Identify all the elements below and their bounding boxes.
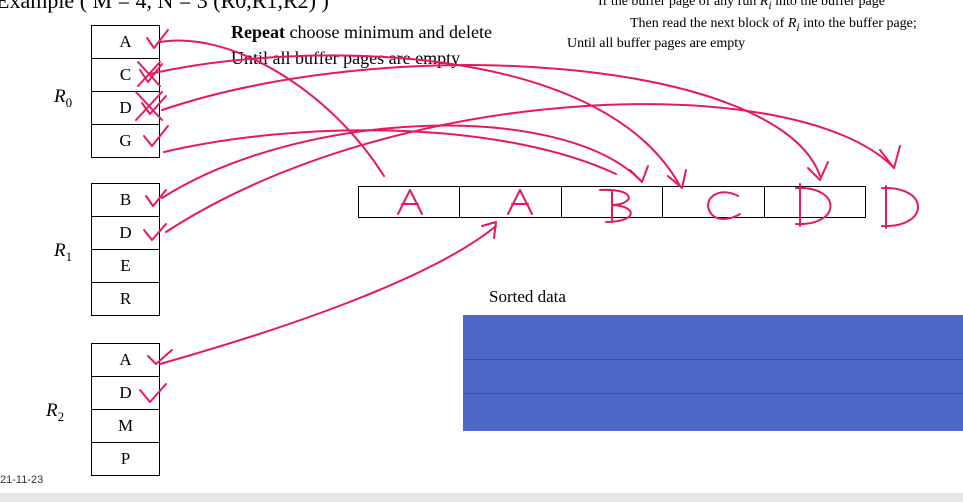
arrow-c-r0 <box>149 54 681 187</box>
bottom-bar <box>0 493 963 502</box>
arrow-b-r1-head <box>629 165 649 183</box>
run-label-r1-letter: R <box>54 240 66 261</box>
slide-date: 21-11-23 <box>0 474 44 486</box>
run-r0-page: D <box>92 92 159 125</box>
run-r2-pages: A D M P <box>91 343 160 476</box>
buffer-cell <box>460 187 562 217</box>
algorithm-line-1: If the buffer page of any run Ri into th… <box>598 0 885 12</box>
run-r0-page: A <box>92 26 159 59</box>
run-r0-page: G <box>92 125 159 158</box>
run-label-r0: R0 <box>54 86 72 111</box>
sorted-data-block <box>463 315 963 431</box>
arrow-d-r0 <box>161 64 821 177</box>
run-r2-page: A <box>92 344 159 377</box>
run-r1-page: B <box>92 184 159 217</box>
algorithm-line-2-tail: into the buffer page; <box>799 16 917 31</box>
run-r0-pages: A C D G <box>91 25 160 158</box>
algorithm-line-2-var: R <box>787 16 797 31</box>
run-r2-page: D <box>92 377 159 410</box>
repeat-instruction: Repeat choose minimum and delete <box>231 22 492 43</box>
algorithm-line-1-var: R <box>759 0 769 9</box>
algorithm-line-2: Then read the next block of Ri into the … <box>630 16 917 34</box>
run-r1-pages: B D E R <box>91 183 160 316</box>
algorithm-line-1-text: If the buffer page of any run <box>598 0 760 9</box>
repeat-text: choose minimum and delete <box>284 22 492 42</box>
buffer-cell <box>562 187 664 217</box>
algorithm-line-1-tail: into the buffer page <box>771 0 885 9</box>
sorted-data-divider <box>463 393 963 394</box>
arrow-a-r2-head <box>481 221 497 239</box>
algorithm-line-3: Until all buffer pages are empty <box>567 36 746 51</box>
buffer-cell <box>359 187 461 217</box>
run-r1-page: E <box>92 250 159 283</box>
run-r2-page: P <box>92 443 159 476</box>
buffer-cell <box>663 187 765 217</box>
run-r1-page: R <box>92 283 159 316</box>
run-label-r1-sub: 1 <box>65 248 73 264</box>
slide-title-fragment: Example ( M = 4, N = 3 (R0,R1,R2) ) <box>0 0 329 13</box>
algorithm-line-2-text: Then read the next block of <box>630 16 788 31</box>
run-label-r2-sub: 2 <box>57 408 65 424</box>
run-r2-page: M <box>92 410 159 443</box>
algorithm-line-2-sub: i <box>796 20 800 34</box>
arrow-g-r0 <box>163 129 617 175</box>
buffer-cell <box>765 187 865 217</box>
sorted-data-label: Sorted data <box>489 287 566 306</box>
arrow-a-r2 <box>159 225 497 365</box>
buffer-letter-d2 <box>881 185 919 229</box>
run-label-r2-letter: R <box>46 400 58 421</box>
run-label-r0-sub: 0 <box>65 94 73 110</box>
run-label-r1: R1 <box>54 240 72 265</box>
repeat-keyword: Repeat <box>231 22 285 42</box>
run-label-r2: R2 <box>46 400 64 425</box>
output-buffer <box>358 186 866 218</box>
arrow-d-r1-head <box>879 145 901 169</box>
algorithm-line-1-sub: i <box>768 0 772 12</box>
sorted-data-divider <box>463 359 963 360</box>
run-r1-page: D <box>92 217 159 250</box>
until-instruction: Until all buffer pages are empty <box>231 48 461 68</box>
arrow-d-r0-head <box>807 161 829 181</box>
run-r0-page: C <box>92 59 159 92</box>
run-label-r0-letter: R <box>54 86 66 107</box>
